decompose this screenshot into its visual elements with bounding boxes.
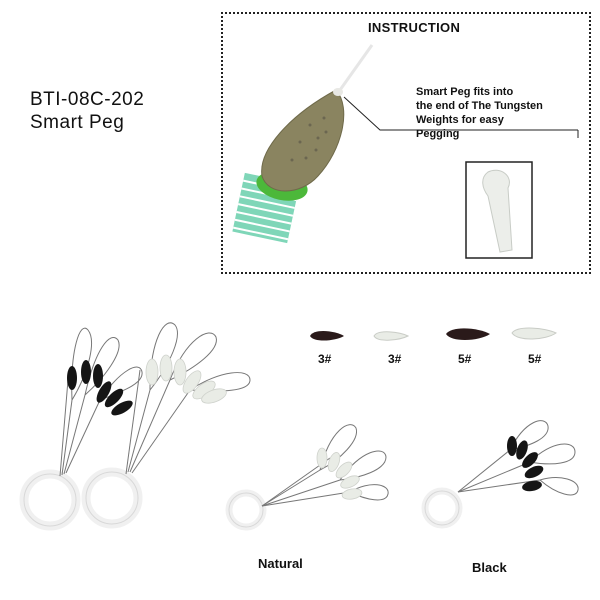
tungsten-weight-illustration bbox=[232, 44, 374, 244]
peg-closeup bbox=[482, 169, 513, 253]
instruction-line: Pegging bbox=[416, 128, 460, 140]
callout-line bbox=[343, 96, 578, 131]
product-title: BTI-08C-202 Smart Peg bbox=[30, 88, 144, 134]
stopper-bundle-black bbox=[421, 420, 579, 529]
color-label-natural: Natural bbox=[258, 556, 303, 571]
instruction-box bbox=[221, 12, 591, 274]
size-label-black-5: 5# bbox=[458, 352, 472, 366]
product-code: BTI-08C-202 bbox=[30, 89, 145, 110]
instruction-line: Weights for easy bbox=[416, 114, 504, 126]
size-label-natural-5: 5# bbox=[528, 352, 542, 366]
size-label-black-3: 3# bbox=[318, 352, 332, 366]
instruction-heading: INSTRUCTION bbox=[368, 20, 461, 35]
color-label-black: Black bbox=[472, 560, 507, 575]
size-label-natural-3: 3# bbox=[388, 352, 402, 366]
instruction-line: the end of The Tungsten bbox=[416, 100, 543, 112]
stopper-bundle-large bbox=[19, 322, 251, 531]
peg-size-samples bbox=[310, 327, 557, 341]
stopper-bundle-natural bbox=[225, 424, 389, 531]
product-name: Smart Peg bbox=[30, 112, 125, 133]
instruction-line: Smart Peg fits into bbox=[416, 86, 514, 98]
instruction-text: Smart Peg fits into the end of The Tungs… bbox=[416, 85, 586, 141]
